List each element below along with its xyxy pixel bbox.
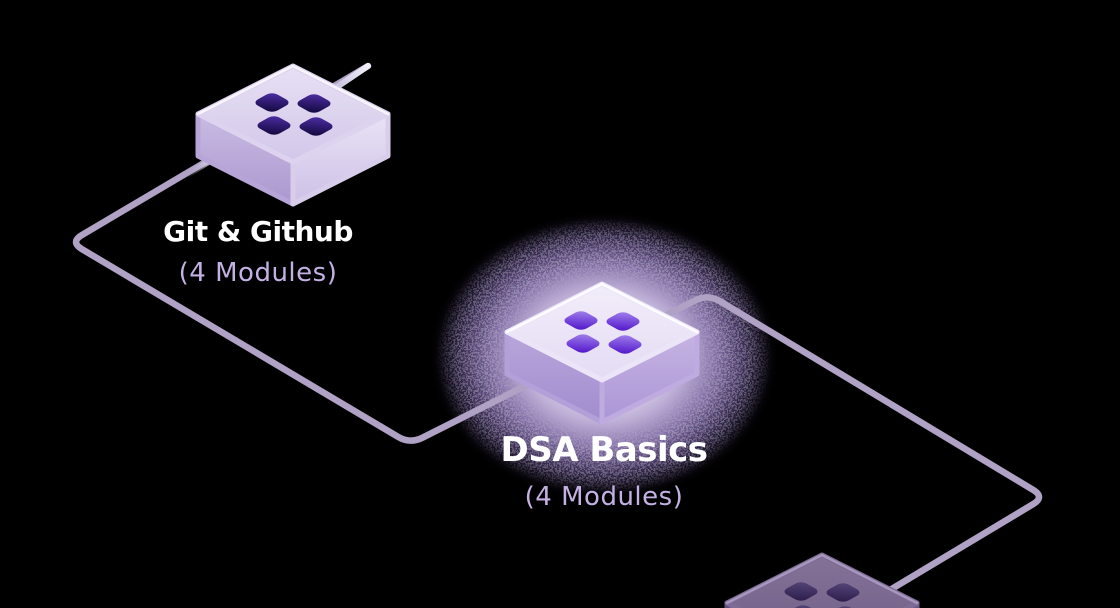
box-edge-highlight [505,282,699,334]
box-top-face [724,552,920,608]
course-node-dsa-basics[interactable] [502,272,702,432]
course-node-upcoming[interactable] [722,543,922,608]
module-diamonds-icon [564,311,642,354]
box-edge-highlight [725,553,919,605]
box-edge-highlight [196,64,390,116]
module-diamonds-icon [255,93,333,136]
module-diamonds-icon [784,582,862,608]
course-node-git-github[interactable] [193,54,393,214]
